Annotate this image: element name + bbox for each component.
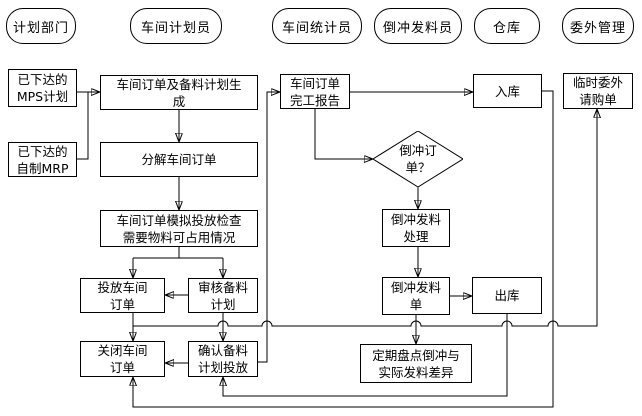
diamond-outline	[373, 131, 463, 187]
node-backflush-decision: 倒冲订 单？	[373, 131, 463, 187]
node-completion-report: 车间订单 完工报告	[280, 74, 350, 109]
edge-report-to-decision	[314, 109, 373, 159]
lane-planning-dept: 计划部门	[6, 8, 76, 44]
node-release-order: 投放车间 订单	[80, 278, 165, 313]
node-close-order: 关闭车间 订单	[80, 341, 165, 377]
node-inventory-check: 定期盘点倒冲与 实际发料差异	[360, 344, 472, 383]
edge-outbound-to-confirm-loop	[223, 314, 508, 397]
lane-backflush-issuer: 倒冲发料员	[374, 8, 462, 44]
node-confirm-plan-release: 确认备料 计划投放	[188, 341, 258, 377]
lane-workshop-statistician: 车间统计员	[272, 8, 362, 44]
lane-warehouse: 仓库	[474, 8, 540, 44]
edge-confirm-to-report	[258, 92, 280, 363]
node-self-mrp: 已下达的 自制MRP	[8, 142, 77, 177]
node-decompose-order: 分解车间订单	[100, 142, 258, 177]
decision-label: 倒冲订 单？	[399, 143, 437, 175]
lane-outsourcing-mgmt: 委外管理	[562, 8, 634, 44]
node-backflush-processing: 倒冲发料 处理	[382, 209, 450, 247]
node-review-material-plan: 审核备料 计划	[188, 278, 258, 313]
node-outbound: 出库	[472, 277, 542, 314]
node-backflush-slip: 倒冲发料 单	[382, 277, 450, 315]
edge-mrp-merge	[77, 92, 89, 160]
edge-inbound-to-close-loop	[133, 90, 554, 408]
node-order-generation: 车间订单及备料计划生 成	[100, 75, 258, 110]
node-simulate-release-check: 车间订单模拟投放检查 需要物料可占用情况	[100, 210, 258, 247]
node-outsource-requisition: 临时委外 请购单	[563, 73, 633, 109]
edge-release-to-outsource-req	[133, 109, 597, 327]
node-inbound: 入库	[473, 74, 542, 108]
lane-workshop-planner: 车间计划员	[130, 8, 222, 44]
node-mps-plan: 已下达的 MPS计划	[8, 69, 77, 107]
